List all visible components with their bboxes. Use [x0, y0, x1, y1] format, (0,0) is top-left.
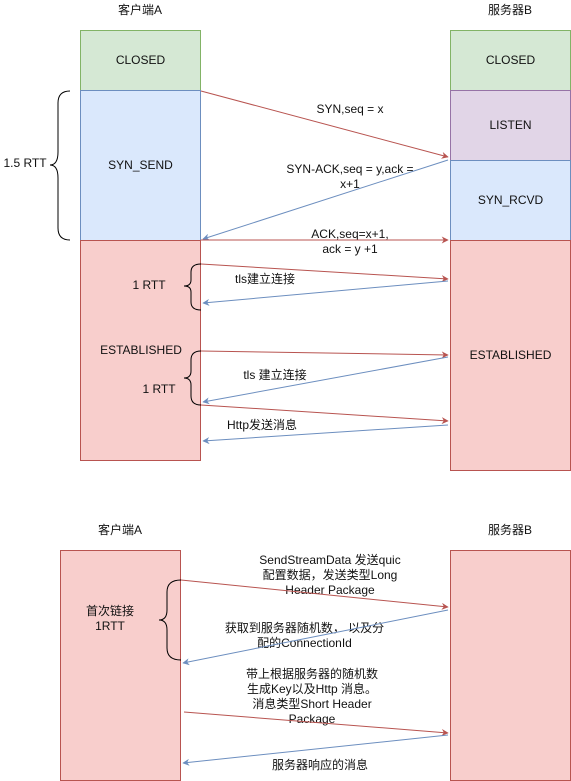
client-syn-send-state: SYN_SEND	[80, 90, 201, 241]
server-b-title: 服务器B	[487, 3, 532, 17]
syn-arrow	[200, 90, 449, 159]
tls2-brace	[183, 350, 202, 406]
client-established-state	[80, 240, 201, 461]
http-response-arrow	[202, 424, 449, 445]
syn-ack-message-label: SYN-ACK,seq = y,ack = x+1	[286, 162, 414, 191]
client-box-2	[60, 550, 181, 781]
handshake-brace	[49, 90, 71, 241]
tls2-rtt-label: 1 RTT	[142, 382, 176, 396]
tls1-message-label: tls建立连接	[234, 272, 295, 286]
first-connection-rtt-label: 首次链接 1RTT	[85, 604, 134, 633]
http-request-arrow	[200, 404, 449, 425]
tls1-brace	[183, 263, 202, 311]
tls2-message-label: tls 建立连接	[243, 368, 307, 382]
short-header-arrow	[183, 711, 449, 736]
tls1-response-arrow	[202, 280, 449, 306]
server-listen-state: LISTEN	[450, 90, 571, 161]
ack-message-label: ACK,seq=x+1, ack = y +1	[311, 227, 389, 256]
client-a-title-2: 客户端A	[97, 523, 142, 537]
short-header-message-label: 带上根据服务器的随机数 生成Key以及Http 消息。 消息类型Short He…	[245, 667, 378, 726]
server-established-state: ESTABLISHED	[450, 240, 571, 471]
syn-message-label: SYN,seq = x	[316, 102, 384, 116]
tls2-response-arrow	[202, 356, 449, 405]
client-a-title: 客户端A	[117, 3, 162, 17]
syn-ack-arrow	[202, 159, 449, 241]
server-response-arrow	[182, 734, 449, 766]
tls2-request-arrow	[200, 350, 449, 359]
quic-config-arrow	[180, 579, 449, 610]
tls1-rtt-label: 1 RTT	[132, 278, 166, 292]
client-closed-state: CLOSED	[80, 30, 201, 91]
first-connection-brace	[158, 579, 182, 661]
tls1-request-arrow	[200, 263, 449, 283]
handshake-rtt-label: 1.5 RTT	[3, 156, 47, 170]
client-established-label: ESTABLISHED	[100, 343, 182, 357]
http-message-label: Http发送消息	[226, 418, 297, 432]
server-response-message-label: 服务器响应的消息	[271, 758, 368, 772]
server-random-arrow	[182, 609, 449, 666]
server-b-title-2: 服务器B	[487, 523, 532, 537]
server-syn-rcvd-state: SYN_RCVD	[450, 160, 571, 241]
server-closed-state: CLOSED	[450, 30, 571, 91]
